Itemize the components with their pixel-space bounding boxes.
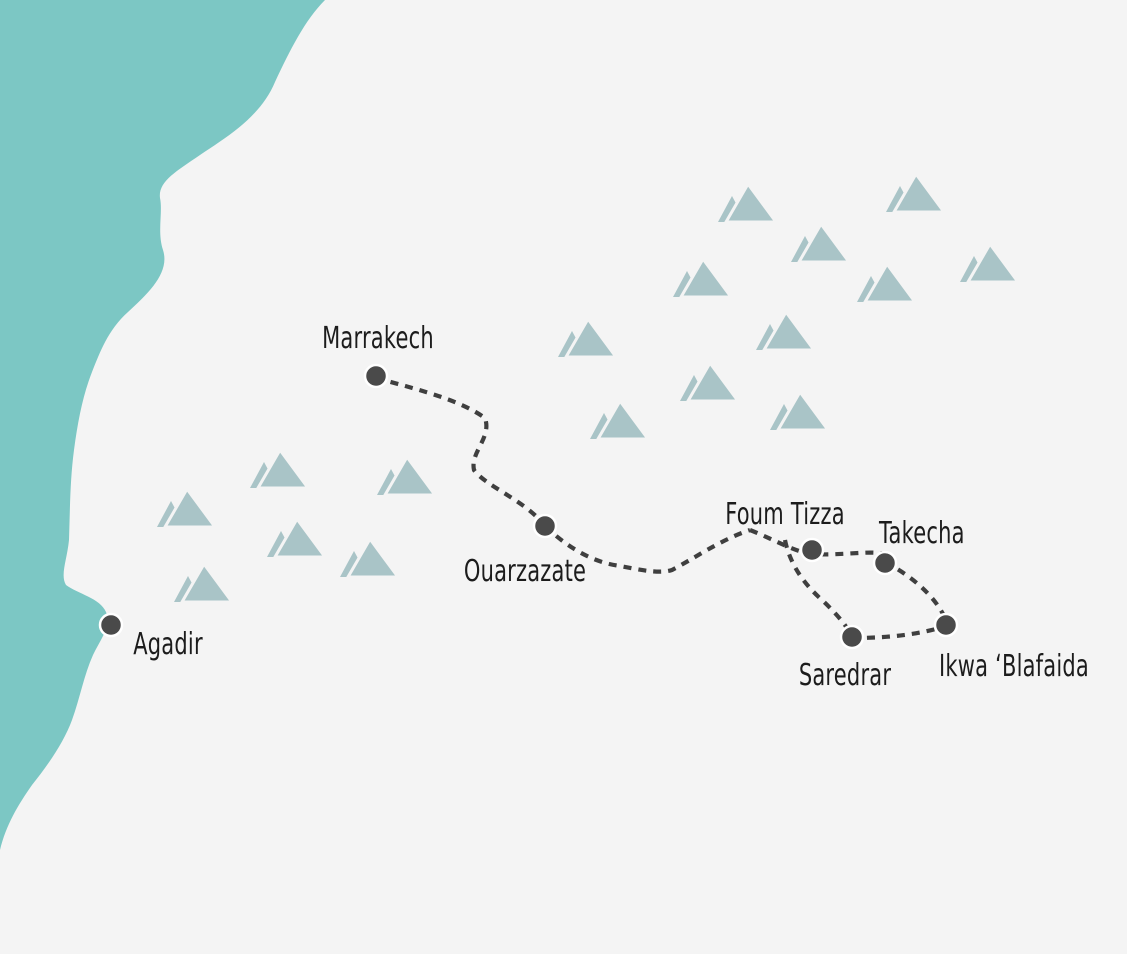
mountain-icon — [377, 454, 438, 497]
label-ouarzazate: Ouarzazate — [464, 554, 586, 589]
route-saredrar-ikwa — [851, 624, 947, 641]
city-marker-icon-ouarzazate[interactable] — [532, 513, 558, 539]
label-ikwa-blafaida: Ikwa ‘Blafaida — [939, 649, 1089, 684]
mountain-icon — [770, 389, 831, 432]
mountains-layer — [157, 171, 1021, 604]
mountain-icon — [558, 316, 619, 359]
city-marker-icon-takecha-junction[interactable] — [799, 537, 825, 563]
mountain-icon — [340, 536, 401, 579]
route-takecha-ikwa — [884, 560, 948, 621]
city-marker-icon-ikwa-blafaida[interactable] — [933, 612, 959, 638]
city-marker-icon-saredrar[interactable] — [839, 624, 865, 650]
city-marker-icon-marrakech[interactable] — [363, 363, 389, 389]
ocean — [0, 0, 325, 850]
mountain-icon — [673, 256, 734, 299]
mountain-icon — [680, 360, 741, 403]
mountain-icon — [174, 561, 235, 604]
label-takecha: Takecha — [878, 516, 964, 551]
mountain-icon — [960, 241, 1021, 284]
route-marrakech-ouarzazate — [375, 375, 547, 528]
mountain-icon — [718, 181, 779, 224]
city-marker-icon-agadir[interactable] — [98, 612, 124, 638]
label-saredrar: Saredrar — [799, 658, 891, 693]
mountain-icon — [250, 447, 311, 490]
city-marker-icon-takecha[interactable] — [872, 550, 898, 576]
route-ouarzazate-foum-tizza — [543, 524, 751, 574]
mountain-icon — [590, 398, 651, 441]
label-marrakech: Marrakech — [322, 321, 434, 356]
label-foum-tizza: Foum Tizza — [725, 497, 845, 532]
mountain-icon — [886, 171, 947, 214]
city-markers-layer — [98, 363, 959, 650]
city-labels-layer: Marrakech Ouarzazate Agadir Foum Tizza T… — [133, 321, 1089, 693]
mountain-icon — [857, 261, 918, 304]
mountain-icon — [756, 309, 817, 352]
mountain-icon — [791, 221, 852, 264]
mountain-icon — [267, 516, 328, 559]
label-agadir: Agadir — [133, 627, 203, 662]
mountain-icon — [157, 486, 218, 529]
